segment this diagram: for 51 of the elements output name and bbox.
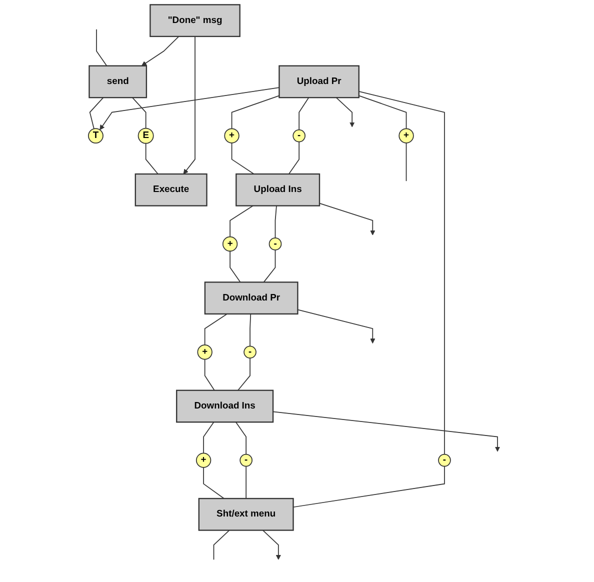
connector: [203, 467, 224, 499]
arrow: [183, 36, 196, 174]
node-box: send: [88, 65, 148, 98]
node-box: Download Pr: [204, 282, 298, 315]
node-box: Execute: [134, 173, 208, 206]
connector: [263, 250, 276, 283]
connector: [298, 97, 310, 130]
node-box: Upload Pr: [278, 65, 360, 98]
node-circle: -: [268, 238, 282, 250]
node-circle: -: [292, 129, 306, 142]
node-circle: E: [138, 128, 154, 144]
node-circle: -: [438, 454, 451, 467]
node-box: Sht/ext menu: [198, 498, 294, 531]
node-circle: -: [240, 454, 252, 467]
node-box: Upload Ins: [236, 173, 320, 206]
connector: [145, 142, 158, 174]
node-box: Download Ins: [176, 390, 274, 423]
node-circle: +: [197, 344, 212, 360]
connector: [292, 466, 445, 508]
connector: [358, 95, 407, 130]
arrow: [272, 411, 500, 452]
connector: [132, 97, 146, 129]
connector: [230, 250, 241, 283]
arrow: [297, 309, 376, 344]
connector: [96, 28, 108, 66]
connector: [250, 313, 252, 347]
connector: [204, 358, 215, 391]
connector: [213, 530, 230, 560]
node-circle: -: [244, 346, 256, 359]
arrow: [319, 202, 376, 236]
connector: [358, 90, 445, 455]
node-circle: +: [196, 452, 212, 468]
node-box: "Done" msg: [150, 4, 240, 38]
node-circle: +: [398, 128, 414, 144]
arrow: [141, 36, 180, 66]
connector: [237, 358, 250, 391]
arrow: [262, 530, 281, 560]
arrow: [100, 87, 280, 130]
connector: [288, 141, 300, 174]
connector: [231, 95, 280, 130]
connector: [235, 422, 247, 455]
connector: [406, 142, 407, 182]
connector: [274, 205, 277, 238]
connector: [203, 422, 214, 454]
node-circle: +: [224, 128, 240, 144]
connector: [246, 466, 247, 499]
connector: [231, 142, 254, 174]
connector: [89, 97, 104, 130]
node-circle: +: [222, 236, 238, 252]
arrow: [336, 97, 355, 128]
node-circle: T: [88, 128, 104, 144]
